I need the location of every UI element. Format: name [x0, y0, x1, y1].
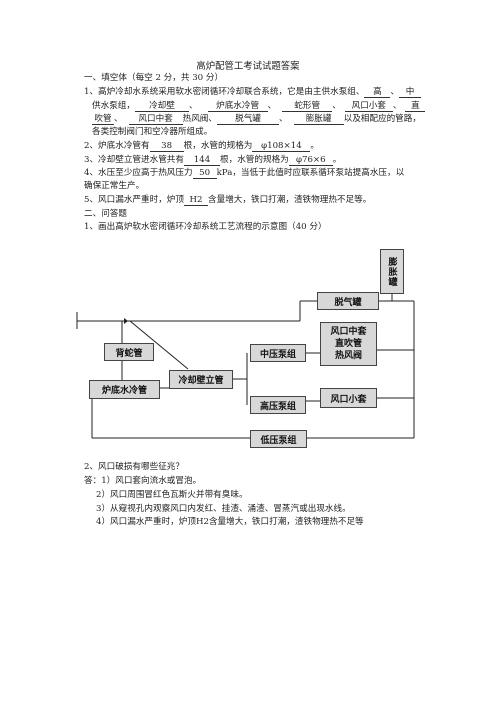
q1-text-l: 、: [279, 114, 288, 124]
q1-blank-5: 蛇形管: [282, 101, 333, 112]
q1-blank-6: 风口小套: [344, 101, 393, 112]
q1-text-c: 、: [390, 87, 400, 97]
q1-text-e: 、: [188, 101, 198, 111]
q1-text-h: 、: [392, 101, 402, 111]
q1-blank-4: 炉底水冷管: [207, 101, 268, 112]
low-pressure-pump-box: 低压泵组: [250, 430, 307, 448]
answer-2: 2）风口周围冒红色瓦斯火并带有臭味。: [96, 490, 248, 500]
q1-blank-3: 冷却壁: [134, 101, 189, 112]
q3-text-d: 。: [332, 155, 342, 165]
q2-blank-1: 38: [149, 141, 184, 152]
q1-blank-11: 膨胀罐: [293, 114, 344, 125]
q4-text-a: 4、水压至少应高于热风压力: [84, 168, 193, 178]
q3-text-a: 3、冷却壁立管进水管共有: [84, 155, 184, 165]
bottom-cooler-box: 炉底水冷管: [89, 380, 160, 399]
q3-blank-1: 144: [184, 155, 220, 166]
q2-text-a: 2、炉底水冷管有: [84, 141, 150, 151]
high-pressure-pump-box: 高压泵组: [250, 396, 306, 414]
page-title: 高炉配管工考试试题答案: [196, 61, 300, 72]
q3-blank-2: φ76×6: [288, 155, 333, 166]
expansion-tank-box: 膨胀罐: [380, 249, 404, 294]
q1-blank-2: 中: [399, 87, 422, 98]
q1-text-j: 、: [114, 114, 123, 124]
q1-blank-10: 脱气罐: [217, 114, 279, 125]
q1-text-a: 1、高炉冷却水系统采用软水密闭循环冷却联合系统，它是由主供水泵组、: [84, 87, 365, 97]
q1-line1: 1、高炉冷却水系统采用软水密闭循环冷却联合系统，它是由主供水泵组、高、中: [84, 87, 422, 98]
tuyere-small-box: 风口小套: [320, 388, 377, 408]
stave-riser-box: 冷却壁立管: [169, 370, 233, 389]
section-1-heading: 一、填空体（每空 2 分，共 30 分）: [84, 73, 224, 83]
q1-text-f: 、: [267, 101, 277, 111]
q5-text-c: 含量增大，铁口打潮，渣铁物理热不足等。: [208, 195, 372, 205]
degas-tank-box: 脱气罐: [317, 292, 379, 310]
section-2-heading: 二、问答题: [84, 209, 127, 219]
q1-text-g: 、: [332, 101, 341, 111]
q2-text-d: 。: [310, 141, 319, 151]
q4-line2: 确保正常生产。: [84, 181, 145, 191]
q1-blank-7: 直: [405, 101, 426, 112]
q3-text-c: 根，水管的规格为: [220, 155, 289, 165]
tuyere-middle-box: 风口中套 直吹管 热风阀: [320, 322, 377, 366]
answer-4: 4）风口漏水严重时，炉顶H2含量增大，铁口打潮，渣铁物理热不足等: [96, 517, 364, 527]
answer-1: 答：1）风口套向流水或冒泡。: [84, 476, 202, 486]
q1-blank-1: 高: [364, 87, 391, 98]
q4-blank-1: 50: [192, 168, 217, 179]
q2-blank-2: φ108×14: [252, 141, 311, 152]
mid-pressure-pump-box: 中压泵组: [250, 344, 306, 362]
q1-text-d: 供水泵组，: [92, 101, 135, 111]
q1-blank-8: 吹管: [92, 114, 114, 125]
q5-blank-1: H2: [184, 195, 208, 206]
q1-line3: 吹管、风口中套热风阀、脱气罐、膨胀罐以及相配应的管路，: [92, 114, 421, 125]
q1-blank-9: 风口中套: [128, 114, 183, 125]
q4-text-c: kPa，当低于此值时应联系循环泵站提高水压，以: [216, 168, 405, 178]
question-2-1: 1、画出高炉软水密闭循环冷却系统工艺流程的示意图（40 分）: [84, 222, 327, 232]
q1-line2: 供水泵组，冷却壁、炉底水冷管、蛇形管、风口小套、直: [92, 101, 426, 112]
q1-text-m: 以及相配应的管路，: [343, 114, 421, 124]
answer-3: 3）从窥视孔内观察风口内发红、挂渣、涌渣、冒蒸汽或出现水线。: [96, 504, 351, 514]
q5-text-a: 5、风口漏水严重时，炉顶: [84, 195, 184, 205]
arrow-head: [124, 318, 128, 324]
q1-text-k: 热风阀、: [182, 114, 217, 124]
question-2-2: 2、风口破损有哪些征兆？: [84, 462, 184, 472]
q2-text-c: 根，水管的规格为: [183, 141, 253, 151]
q1-line4: 各类控制阀门和空冷器所组成。: [92, 127, 213, 137]
serpentine-box: 背蛇管: [104, 343, 154, 361]
